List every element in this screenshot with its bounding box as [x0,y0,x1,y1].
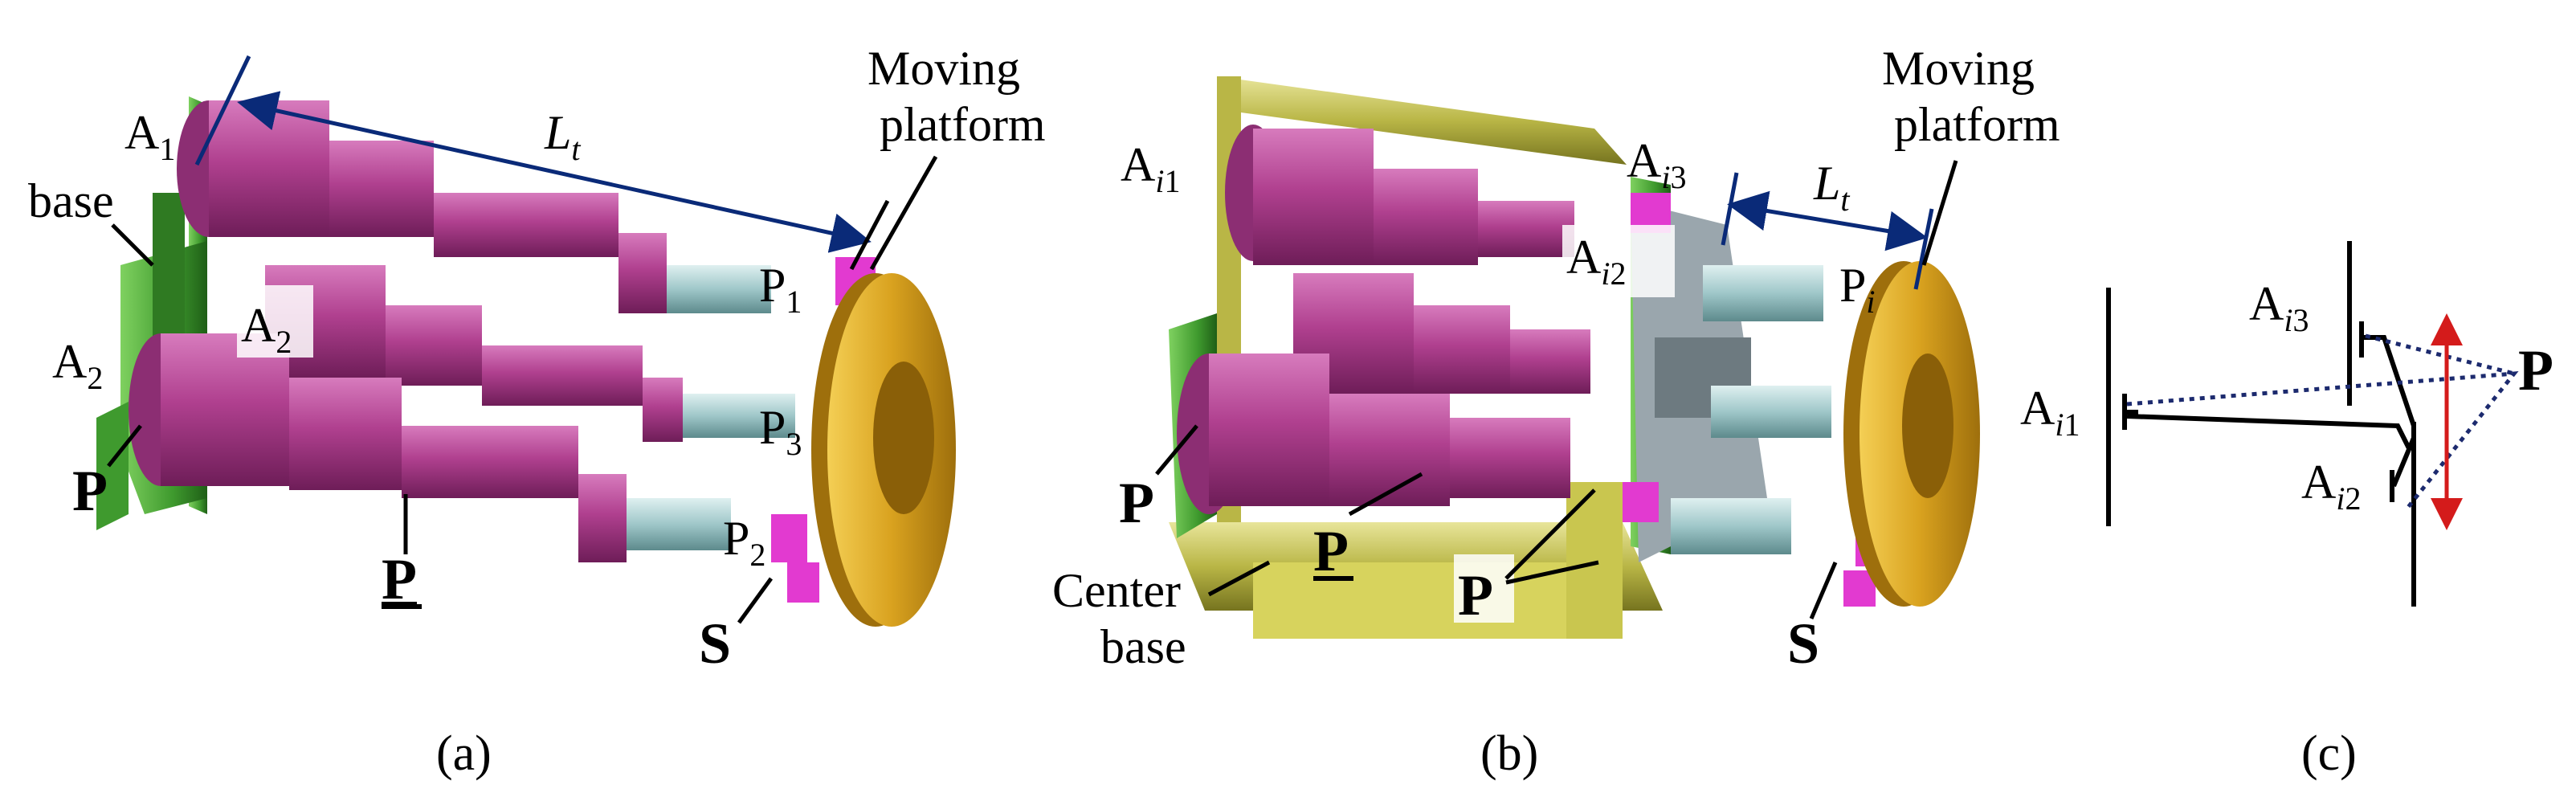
actuator-b-top [1225,125,1574,265]
label-A1: A1 [125,106,175,167]
moving-platform-label-b-2: platform [1894,98,2060,151]
moving-platform-label-1: Moving [868,42,1020,95]
joint-P-left: P [72,459,108,523]
joint-P-underlined: P [382,547,417,611]
panel-c: Ai1 Ai3 Ai2 P (c) [2020,241,2554,781]
actuator-b-bottom [1177,354,1570,514]
length-dimension-line-b [1727,190,1928,251]
label-Ai3-b: Ai3 [1627,134,1686,195]
joint-P-center-b: P [1458,563,1493,627]
panel-a: Lt Moving platform A1 base A2 A2 P P P1 … [28,42,1046,781]
link-Ai1 [2126,414,2412,452]
label-P2: P2 [723,512,765,573]
base-leader [111,223,154,267]
length-ext-right [849,199,890,271]
moving-platform-a [811,273,956,627]
center-base-label-1: Center [1052,564,1181,617]
actuator-middle [265,265,795,442]
caption-a: (a) [436,726,492,781]
center-frame [1169,76,1663,639]
label-Ai2-b: Ai2 [1566,231,1626,292]
length-label: Lt [544,106,581,167]
moving-platform-label-b-1: Moving [1882,42,2035,95]
label-P3: P3 [759,401,802,462]
length-dimension-line [237,91,872,253]
label-Ai1-c: Ai1 [2020,382,2080,443]
moving-platform-label-2: platform [880,98,1046,151]
center-mechanism [1623,193,1831,562]
joint-P-left-b: P [1119,471,1154,535]
link-Ai2 [2391,436,2416,488]
length-label-b: Lt [1813,157,1850,218]
label-A2-inner-bg [237,285,313,358]
actuator-b-middle [1293,273,1590,394]
actuator-bottom [129,333,731,562]
label-Pi-b: Pi [1839,259,1876,320]
label-Ai3-c: Ai3 [2249,277,2309,338]
joint-P-underlined-b: P [1313,519,1349,583]
joint-S: S [699,611,731,676]
joint-S-leader [737,577,774,624]
joint-S-b: S [1787,611,1819,676]
moving-platform-leader [869,155,938,271]
label-A2-left: A2 [52,335,103,396]
joint-P-left-leader [107,424,142,468]
center-base-label-2: base [1100,620,1186,673]
length-ext-left [194,55,251,166]
panel-b: Lt Moving platform Ai1 Ai3 Ai2 Pi P P Ce… [1052,42,2060,781]
caption-c: (c) [2301,726,2357,781]
label-P1: P1 [759,259,802,320]
label-P-c: P [2518,338,2554,403]
label-Ai1-b: Ai1 [1121,138,1180,199]
label-A2-inner: A2 [241,299,292,360]
moving-platform-b [1843,261,1980,607]
base-label: base [28,174,114,227]
label-Ai2-c: Ai2 [2301,456,2361,517]
caption-b: (b) [1480,726,1538,781]
